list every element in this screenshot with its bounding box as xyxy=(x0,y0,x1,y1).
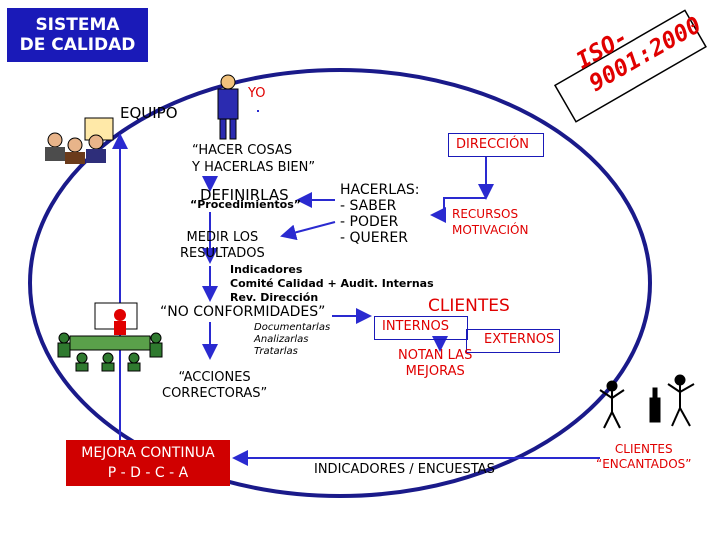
definirlas-text: DEFINIRLAS xyxy=(200,186,289,204)
arrows xyxy=(112,110,600,466)
mejora-line-1: MEJORA CONTINUA xyxy=(81,445,215,461)
title-line-2: DE CALIDAD xyxy=(19,35,136,55)
mejora-continua-box: MEJORA CONTINUA P - D - C - A xyxy=(66,440,230,486)
medir-text: MEDIR LOS RESULTADOS xyxy=(180,230,265,261)
recursos-text: RECURSOS MOTIVACIÓN xyxy=(452,207,529,237)
arrow-recursos-hacerlas xyxy=(430,197,486,223)
clientes-encantados-text: CLIENTES “ENCANTADOS” xyxy=(596,442,692,471)
procedimientos-text: “Procedimientos” xyxy=(190,198,302,211)
system-title-box: SISTEMA DE CALIDAD xyxy=(7,8,148,62)
acciones-text: “ACCIONES CORRECTORAS” xyxy=(162,370,268,401)
equipo-label: EQUIPO xyxy=(120,104,178,122)
iso-banner xyxy=(553,9,707,123)
person-yo-icon xyxy=(217,74,239,140)
yo-label: YO xyxy=(248,86,266,101)
hacerlas-text: HACERLAS: - SABER - PODER - QUERER xyxy=(340,182,420,246)
team-equipo-icon xyxy=(45,117,114,164)
indicadores-encuestas-text: INDICADORES / ENCUESTAS xyxy=(314,462,495,477)
quality-cycle-ellipse xyxy=(28,68,652,498)
meeting-team-icon xyxy=(57,302,163,372)
externos-label: EXTERNOS xyxy=(484,332,555,347)
clientes-label: CLIENTES xyxy=(428,296,510,316)
mejora-line-2: P - D - C - A xyxy=(107,465,189,481)
internos-box xyxy=(374,316,468,340)
indicadores-block: Indicadores Comité Calidad + Audit. Inte… xyxy=(230,263,434,304)
no-conformidades-text: “NO CONFORMIDADES” xyxy=(160,304,326,320)
externos-box xyxy=(466,329,560,353)
title-line-1: SISTEMA xyxy=(35,15,120,35)
direccion-label: DIRECCIÓN xyxy=(456,137,530,152)
happy-clients-icon xyxy=(599,374,695,429)
internos-label: INTERNOS xyxy=(382,319,449,334)
hacer-cosas-text: “HACER COSAS Y HACERLAS BIEN” xyxy=(192,143,316,175)
direccion-box xyxy=(448,133,544,157)
documentarlas-text: Documentarlas Analizarlas Tratarlas xyxy=(254,322,331,357)
notan-text: NOTAN LAS MEJORAS xyxy=(398,348,473,379)
arrow-hacerlas-medir xyxy=(280,221,336,241)
